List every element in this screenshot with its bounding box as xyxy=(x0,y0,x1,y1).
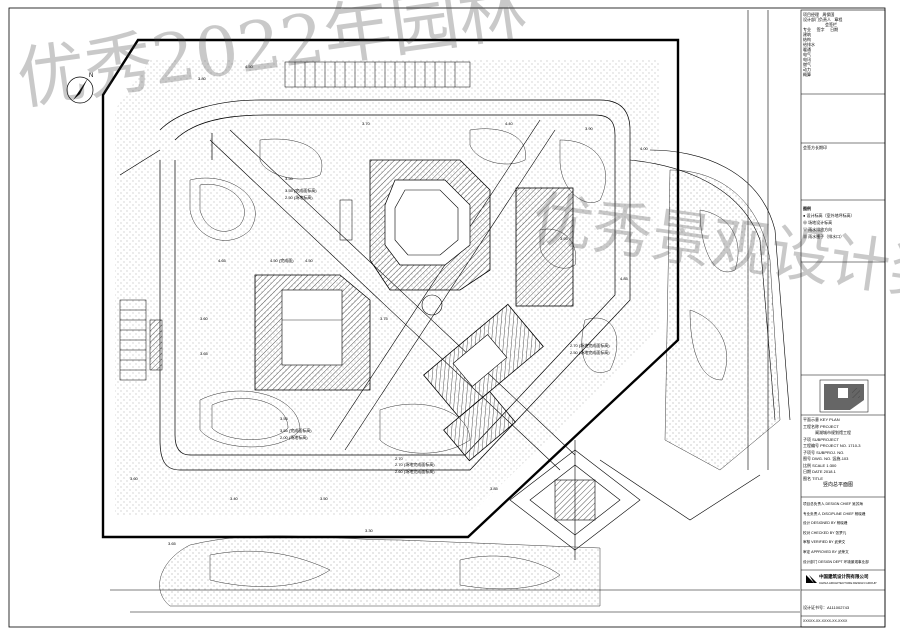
tb-row: 设计部门负责人 章程 xyxy=(803,17,843,22)
sign-row: 设计部门 DESIGN DEPT 环境景观事业部 xyxy=(803,559,869,564)
tb-sign-header: 专业 签字 日期 xyxy=(803,27,839,32)
drawing-title: 竖向总平面图 xyxy=(823,482,854,488)
project-info: 平面示意 KEY PLAN 工程名称 PROJECT 阆湖城市规划馆工程 子项 … xyxy=(803,417,883,489)
tb-row: 项目经理 周保国 xyxy=(803,12,835,17)
tb-discipline: 给排水 xyxy=(803,42,815,47)
legend-item: ● 设计标高（室外地坪标高） xyxy=(803,213,855,218)
level-label: 3.85 xyxy=(490,486,499,491)
tb-discipline: 电讯 xyxy=(803,57,811,62)
level-callout: 2.60 (场地完成面标高) xyxy=(395,469,435,474)
level-callout: 4.50 (完成面) xyxy=(270,258,294,263)
level-label: 3.50 xyxy=(320,496,329,501)
company-logo xyxy=(806,575,817,583)
level-label: 3.40 xyxy=(230,496,239,501)
tb-row: 会签栏 xyxy=(825,22,837,27)
sign-row: 审核 VERIFIED BY 武荣文 xyxy=(803,540,846,545)
level-label: 3.30 xyxy=(365,528,374,533)
tb-discipline: 燃气 xyxy=(803,62,811,67)
label-keyplan: 平面示意 KEY PLAN xyxy=(803,417,840,422)
general-note: 会签方长期印 xyxy=(803,145,827,150)
level-label: 3.80 xyxy=(198,76,207,81)
level-label: 4.85 xyxy=(620,276,629,281)
level-callout: 3.55 (完成面标高) xyxy=(280,428,312,433)
level-label: 4.00 xyxy=(640,146,649,151)
sign-row: 校对 CHECKED BY 张梦凡 xyxy=(803,530,847,535)
tb-discipline: 电气 xyxy=(803,52,811,57)
inner-landscape xyxy=(115,60,660,515)
entrance-plaza xyxy=(509,440,641,560)
outer-landscape xyxy=(159,169,781,607)
sign-off: 项目总负责人 DESIGN CHIEF 吴苏海 专业负责人 DISCIPLINE… xyxy=(803,500,883,567)
level-label: 2.70 xyxy=(395,456,404,461)
grid-square-icon: ▦ xyxy=(803,234,807,239)
triangle-down-icon: ▽ xyxy=(803,227,807,232)
level-callout: 2.50 (场地标高) xyxy=(285,195,313,200)
building-southeast xyxy=(423,303,544,462)
north-label: N xyxy=(89,73,93,79)
legend-item: ⊕ 场地设计标高 xyxy=(803,220,833,225)
project-name: 阆湖城市规划馆工程 xyxy=(815,430,851,435)
level-label: 3.95 xyxy=(560,236,569,241)
level-callout: 3.55 (完成面标高) xyxy=(285,188,317,193)
legend-item: ▽ 雨水排放方向 xyxy=(803,227,833,232)
site-boundary xyxy=(101,38,680,539)
title-block-frame xyxy=(800,9,886,628)
label-project: 工程名称 PROJECT xyxy=(803,423,839,429)
project-number-row: 工程编号 PROJECT NO. 1710-3 xyxy=(803,443,861,448)
tb-discipline: 动力 xyxy=(803,67,811,72)
tb-discipline: 暖通 xyxy=(803,47,811,52)
building-east xyxy=(515,187,574,307)
label-subproject: 子项 SUBPROJECT xyxy=(803,436,840,442)
certificate-number: 设计证书号：A111002743 xyxy=(803,605,850,610)
legend: 图例 ● 设计标高（室外地坪标高） ⊕ 场地设计标高 ▽ 雨水排放方向 ▦ 雨水… xyxy=(803,205,883,240)
title-block-top: 项目经理 周保国 设计部门负责人 章程 会签栏 专业 签字 日期 建筑 结构 给… xyxy=(803,12,883,77)
north-arrow: N xyxy=(66,73,94,104)
tb-discipline: 概算 xyxy=(803,72,811,77)
scale-row: 比例 SCALE 1:300 xyxy=(803,462,837,468)
date-row: 日期 DATE 2018.1 xyxy=(803,469,836,474)
level-label: 3.55 xyxy=(285,176,294,181)
internal-road xyxy=(119,99,631,471)
level-label: 3.55 xyxy=(280,416,289,421)
level-label: 4.50 xyxy=(245,64,254,69)
company-name-en: CHINA ARCHITECTURE DESIGN GROUP xyxy=(819,581,877,585)
cross-circle-icon: ⊕ xyxy=(803,220,807,225)
filled-circle-icon: ● xyxy=(803,213,806,218)
buildings xyxy=(254,159,574,462)
company-name-cn: 中国建筑设计院有限公司 xyxy=(819,574,869,579)
label-subproject-no: 子项号 SUBPROJ. NO. xyxy=(803,449,845,455)
tb-discipline: 建筑 xyxy=(803,32,811,37)
sign-row: 设计 DESIGNED BY 杨晓峰 xyxy=(803,521,848,526)
level-labels: 3.80 4.50 3.70 4.40 3.90 4.00 3.55 4.65 … xyxy=(130,64,649,546)
level-label: 3.75 xyxy=(380,316,389,321)
title-label: 图名 TITLE xyxy=(803,475,824,481)
sign-row: 项目总负责人 DESIGN CHIEF 吴苏海 xyxy=(803,502,863,506)
sign-row: 专业负责人 DISCIPLINE CHIEF 杨晓峰 xyxy=(803,511,866,516)
key-plan-thumbnail xyxy=(819,379,869,413)
footer-note: XXXXX-XX-XXXX-XX-XXXX xyxy=(803,619,848,623)
parking-stalls xyxy=(119,61,471,381)
level-label: 4.65 xyxy=(218,258,227,263)
level-label: 3.65 xyxy=(168,541,177,546)
tb-discipline: 结构 xyxy=(803,37,811,42)
level-label: 3.60 xyxy=(200,316,209,321)
level-label: 3.65 xyxy=(200,351,209,356)
level-label: 4.50 xyxy=(305,258,314,263)
level-label: 3.90 xyxy=(585,126,594,131)
level-callout: 2.50 (场地完成面标高) xyxy=(570,350,610,355)
level-label: 3.60 xyxy=(130,476,139,481)
level-callout: 2.70 (场地完成面标高) xyxy=(395,462,435,467)
level-label: 4.40 xyxy=(505,121,514,126)
level-callout: 2.70 (场地完成面标高) xyxy=(570,343,610,348)
drawing-number-row: 图号 DWG. NO. 竖施-103 xyxy=(803,456,849,461)
level-label: 3.70 xyxy=(362,121,371,126)
legend-item: ▦ 雨水篦子（排水口） xyxy=(803,234,845,239)
level-callout: 2.00 (场地标高) xyxy=(280,435,308,440)
sign-row: 审定 APPROVED BY 武荣文 xyxy=(803,549,849,554)
legend-title: 图例 xyxy=(803,206,811,211)
